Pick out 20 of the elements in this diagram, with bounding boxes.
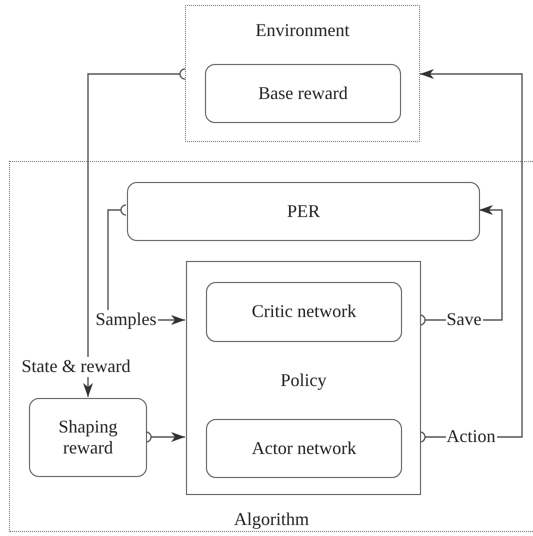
process-box xyxy=(205,64,401,123)
process-box xyxy=(29,398,147,477)
container-title: Algorithm xyxy=(233,509,310,531)
edge-label: State & reward xyxy=(20,357,132,377)
process-box xyxy=(206,419,402,478)
environment-container xyxy=(185,5,420,142)
box-label: PER xyxy=(286,200,321,222)
box-label: Actor network xyxy=(250,438,358,460)
arrow xyxy=(145,431,185,443)
process-box xyxy=(206,282,402,342)
arrow xyxy=(419,69,523,443)
box-label: Base reward xyxy=(257,82,349,104)
edge-label: Samples xyxy=(94,310,158,330)
process-box xyxy=(127,182,480,241)
container-title: Environment xyxy=(254,20,350,42)
policy-container xyxy=(186,261,421,495)
arrow xyxy=(83,68,186,397)
box-label: Shaping reward xyxy=(57,416,118,460)
box-label: Critic network xyxy=(250,301,358,323)
container-title: Policy xyxy=(279,370,328,392)
